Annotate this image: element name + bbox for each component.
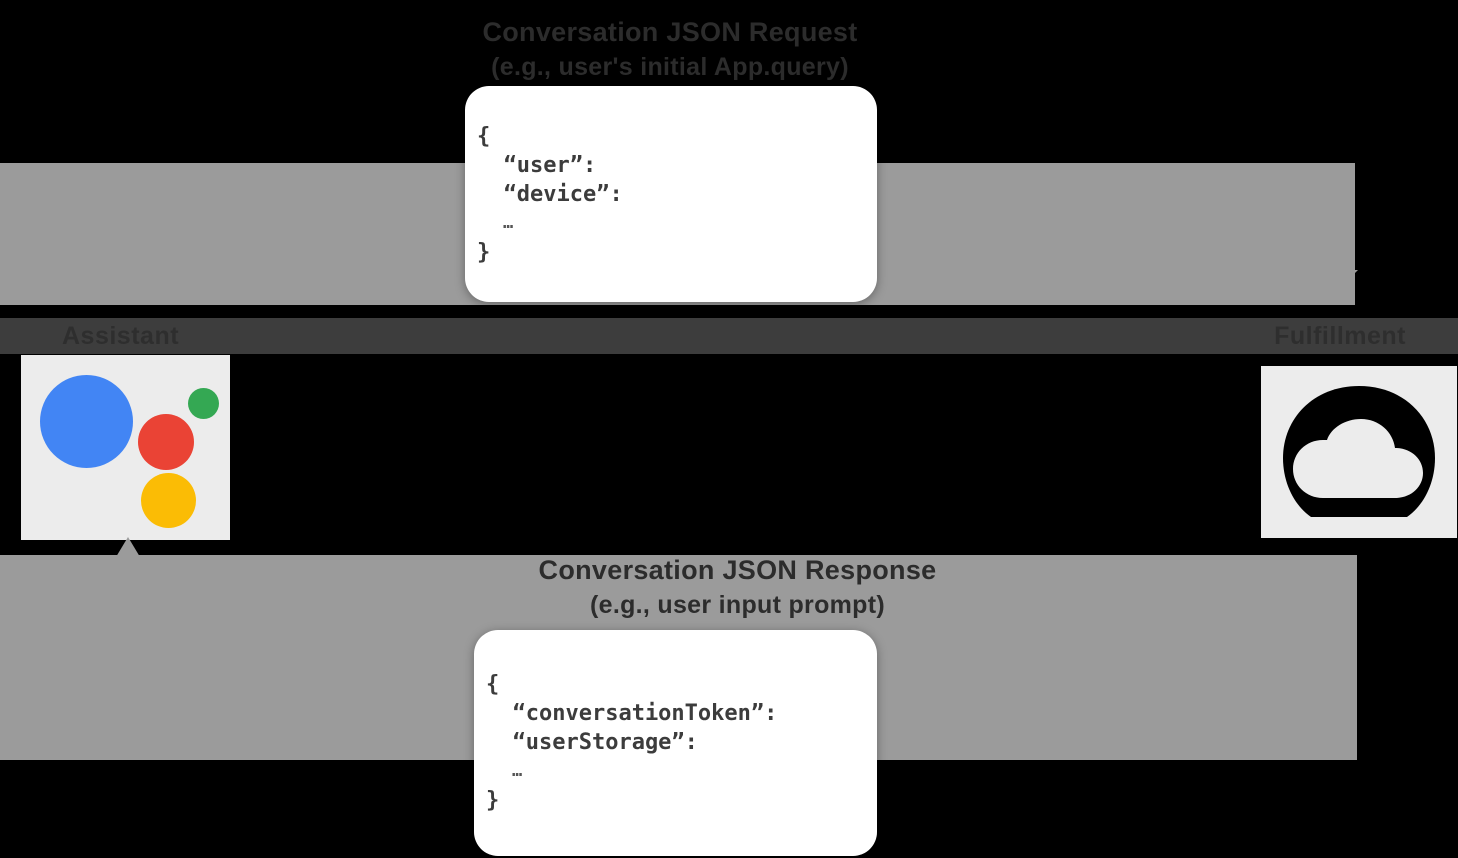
response-json-key-user-storage: “userStorage”:	[486, 730, 698, 755]
response-arrow-tail	[0, 555, 130, 760]
response-arrow-head	[116, 537, 140, 557]
response-json-card: { “conversationToken”: “userStorage”: … …	[474, 630, 877, 856]
request-json-close: }	[477, 240, 491, 265]
google-assistant-icon	[21, 355, 230, 540]
fulfillment-lane-label: Fulfillment	[1274, 322, 1406, 350]
request-json-ellipsis: …	[503, 213, 514, 233]
request-arrow-head	[1340, 270, 1358, 288]
assistant-dot-green-icon	[188, 388, 219, 419]
request-json-open: {	[477, 124, 491, 149]
request-json-key-user: “user”:	[477, 153, 597, 178]
request-caption-line2: (e.g., user's initial App.query)	[491, 53, 849, 81]
response-json-open: {	[486, 672, 500, 697]
request-arrow-tail	[0, 163, 118, 305]
assistant-dot-blue-icon	[40, 375, 133, 468]
request-json-card: { “user”: “device”: … }	[465, 86, 877, 302]
request-caption: Conversation JSON Request (e.g., user's …	[0, 14, 1340, 84]
response-caption-line2: (e.g., user input prompt)	[590, 591, 885, 619]
request-json-key-device: “device”:	[477, 182, 623, 207]
response-json-ellipsis: …	[512, 761, 523, 781]
response-json-close: }	[486, 788, 500, 813]
cloud-functions-icon	[1261, 366, 1457, 538]
assistant-lane-label: Assistant	[62, 322, 180, 350]
lane-divider-band	[0, 318, 1458, 354]
assistant-dot-red-icon	[138, 414, 194, 470]
response-json-key-conversation-token: “conversationToken”:	[486, 701, 778, 726]
response-caption: Conversation JSON Response (e.g., user i…	[120, 552, 1355, 622]
assistant-dot-yellow-icon	[141, 473, 196, 528]
response-caption-line1: Conversation JSON Response	[538, 555, 937, 585]
cloud-glyph-icon	[1283, 386, 1435, 517]
request-caption-line1: Conversation JSON Request	[482, 17, 858, 47]
